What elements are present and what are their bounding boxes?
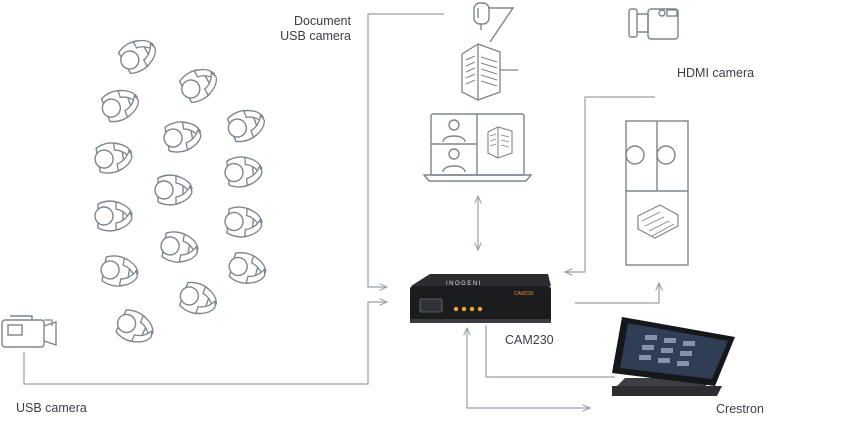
screen-with-speakers-icon (625, 120, 689, 266)
audience-person-icon (160, 117, 204, 155)
laptop-videoconference-icon (422, 113, 533, 182)
document-camera-label: Document USB camera (259, 14, 351, 44)
line-hdmi-camera (565, 96, 655, 272)
building-icon (461, 43, 518, 101)
hdmi-camera-label: HDMI camera (677, 66, 755, 80)
document-camera-label-line2: USB camera (280, 29, 351, 43)
camcorder-icon (1, 315, 57, 348)
audience-person-icon (113, 32, 163, 79)
line-cam230-screen (575, 283, 659, 304)
audience-person-icon (223, 103, 270, 146)
device-model-text: CAM230 (514, 291, 534, 297)
audience-person-icon (94, 200, 133, 232)
audience-person-icon (97, 253, 141, 291)
audience-person-icon (154, 174, 193, 206)
audience-person-icon (174, 61, 224, 108)
document-camera-label-line1: Document (294, 14, 351, 28)
cam230-device: INOGENI CAM230 (410, 274, 551, 323)
audience-person-icon (175, 278, 222, 321)
line-crestron-cam230 (467, 328, 590, 408)
device-label: CAM230 (505, 333, 554, 347)
audience-person-icon (97, 83, 144, 126)
hdmi-camera-icon (628, 8, 679, 40)
audience-person-icon (223, 205, 264, 240)
usb-camera-label: USB camera (16, 401, 87, 415)
connection-lines (23, 13, 659, 408)
audience-person-icon (223, 154, 264, 189)
audience-group (91, 32, 270, 350)
audience-person-icon (111, 305, 159, 350)
device-brand-text: INOGENI (446, 281, 482, 287)
crestron-touch-panel-icon (612, 317, 735, 396)
document-camera-icon (473, 2, 515, 43)
crestron-label: Crestron (716, 402, 764, 416)
audience-person-icon (157, 229, 201, 267)
audience-person-icon (91, 138, 135, 176)
line-usb-camera (23, 302, 387, 385)
audience-person-icon (224, 249, 270, 289)
line-document-camera (367, 13, 444, 287)
